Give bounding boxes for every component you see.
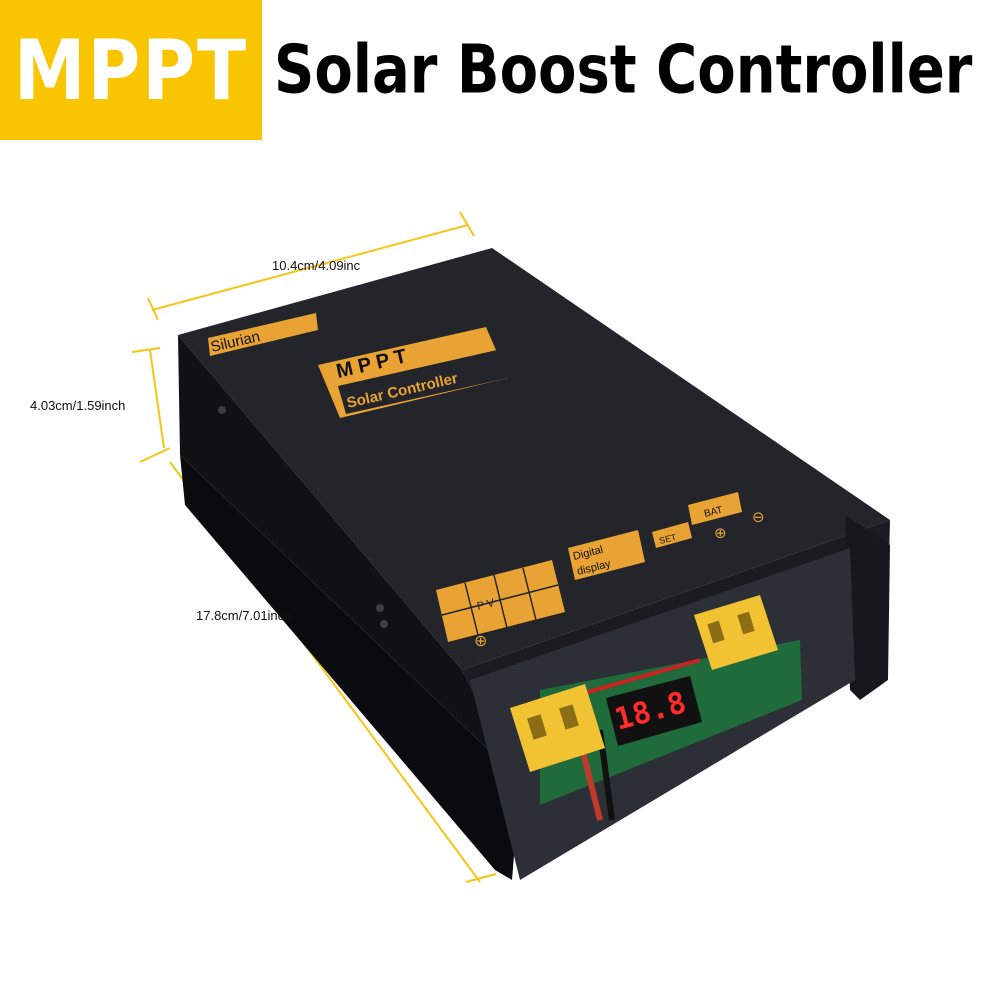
pv-label: P V [476,597,497,613]
bat-label: BAT [703,505,724,520]
pv-fuse-holder [510,684,605,772]
bat-plus-icon: ⊕ [714,524,727,542]
minus-icon: ⊖ [538,599,551,618]
plus-icon: ⊕ [474,631,487,650]
led-display-bezel [606,676,702,746]
product-title-text: Solar Boost Controller [274,31,973,109]
width-dimension-line [151,224,469,311]
length-tick-bottom [465,873,497,883]
mppt-logo-band [338,350,508,414]
bat-minus-icon: ⊖ [752,508,765,526]
pv-terminal-block [510,684,605,772]
height-dimension-line [149,349,165,449]
bottom-rim [180,455,520,880]
pv-grid-line [493,574,508,629]
brand-label-bg [208,313,318,356]
set-label-bg [652,522,692,548]
screw-hole [218,406,226,414]
top-face [178,248,890,670]
product-title: Solar Boost Controller [274,12,994,128]
terminal-screw [527,714,547,740]
terminal-screw [559,704,579,730]
led-display: 18.8 [606,676,702,746]
display-marking-group: Digital display SET BAT ⊕ ⊖ [568,492,765,580]
bat-terminal-block [694,595,778,670]
badge-text: MPPT [13,21,249,119]
mppt-badge: MPPT [0,0,262,140]
terminal-screw [707,620,725,644]
pv-grid-line [522,567,537,621]
digital-display-label-bg [568,530,645,580]
bat-label-bg [688,492,742,525]
screw-hole [380,620,388,628]
terminal-screw [737,611,755,635]
set-label: SET [658,532,678,546]
bat-fuse-holder [694,595,778,670]
height-tick-top [131,347,161,353]
width-tick-left [147,297,159,321]
end-plate [845,515,890,700]
dimension-lines [131,211,497,883]
length-dimension-label: 17.8cm/7.01inch [196,608,292,623]
controller-casing [178,248,890,880]
height-dimension-label: 4.03cm/1.59inch [30,398,126,413]
height-tick-bottom [139,447,171,463]
pv-marking-group: P V ⊕ ⊖ [436,560,565,650]
width-tick-right [459,211,475,237]
width-dimension-label: 10.4cm/4.09inc [272,258,361,273]
pv-grid-line [464,582,479,636]
title-banner: MPPT Solar Boost Controller [0,0,1000,140]
pv-grid-line [441,584,559,616]
screw-hole [376,604,384,612]
left-side [178,335,520,780]
